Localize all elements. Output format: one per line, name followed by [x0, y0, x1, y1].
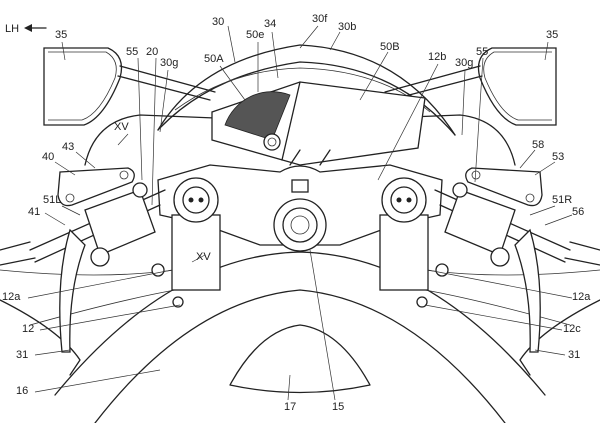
reference-label-30: 30 [212, 16, 224, 28]
fork-tubes [171, 177, 429, 291]
reference-label-41: 41 [28, 206, 40, 218]
meter-unit [211, 81, 426, 166]
direction-arrow [24, 24, 47, 32]
left-handlebar [0, 167, 166, 353]
reference-label-12a: 12a [572, 291, 591, 303]
reference-label-30g: 30g [455, 57, 473, 69]
reference-label-51r: 51R [552, 194, 572, 206]
reference-label-17: 17 [284, 401, 296, 413]
reference-label-xv: XV [196, 251, 211, 263]
reference-label-58: 58 [532, 139, 544, 151]
direction-label: LH [5, 23, 19, 35]
front-cowl [0, 251, 600, 423]
leader-lines [27, 25, 573, 401]
reference-label-30b: 30b [338, 21, 356, 33]
reference-label-20: 20 [146, 46, 158, 58]
reference-label-35: 35 [546, 29, 558, 41]
reference-label-53: 53 [552, 151, 564, 163]
reference-label-12: 12 [22, 323, 34, 335]
reference-label-51l: 51L [43, 194, 61, 206]
reference-label-35: 35 [55, 29, 67, 41]
reference-label-12a: 12a [2, 291, 21, 303]
reference-label-56: 56 [572, 206, 584, 218]
reference-label-34: 34 [264, 18, 276, 30]
reference-label-xv: XV [114, 121, 129, 133]
reference-label-12b: 12b [428, 51, 446, 63]
reference-label-55: 55 [126, 46, 138, 58]
reference-label-55: 55 [476, 46, 488, 58]
reference-label-30g: 30g [160, 57, 178, 69]
reference-label-30f: 30f [312, 13, 328, 25]
right-handlebar [434, 167, 600, 353]
steering-stem-nut [273, 198, 327, 252]
reference-label-50a: 50A [204, 53, 224, 65]
reference-label-16: 16 [16, 385, 28, 397]
reference-label-12c: 12c [563, 323, 581, 335]
left-mirror [43, 47, 216, 166]
reference-label-50e: 50e [246, 29, 264, 41]
reference-label-43: 43 [62, 141, 74, 153]
reference-label-40: 40 [42, 151, 54, 163]
reference-label-15: 15 [332, 401, 344, 413]
reference-label-31: 31 [568, 349, 580, 361]
reference-label-31: 31 [16, 349, 28, 361]
right-mirror [384, 47, 557, 166]
reference-label-50b: 50B [380, 41, 400, 53]
